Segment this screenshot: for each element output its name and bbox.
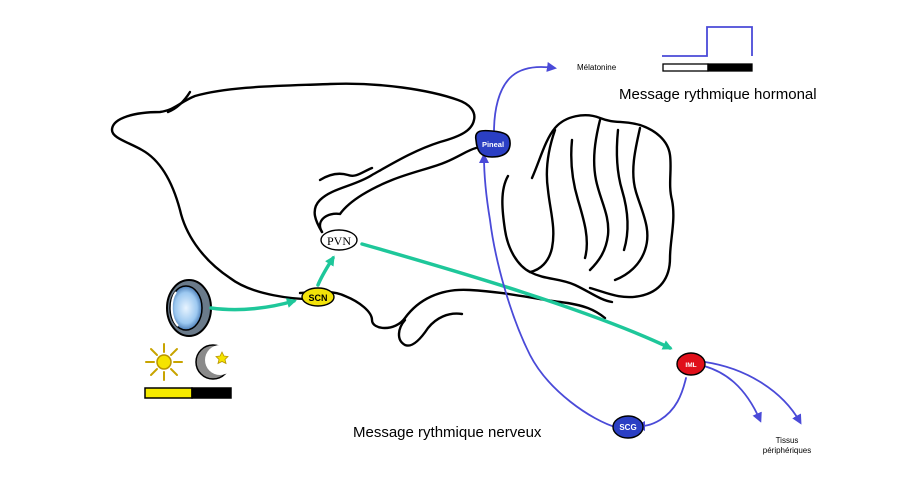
- hormonal-message-label: Message rythmique hormonal: [619, 86, 817, 103]
- arrow-scn-to-pvn: [316, 255, 335, 287]
- arrow-scg-to-pineal: [479, 153, 619, 429]
- hormonal-rhythm-signal: [662, 26, 753, 72]
- pineal-node: Pineal: [474, 129, 511, 158]
- iml-node: IML: [676, 352, 706, 376]
- scg-label: SCG: [619, 423, 636, 432]
- arrow-iml-to-scg: [635, 377, 687, 431]
- peripheral-tissues-label-line1: Tissus: [776, 436, 799, 445]
- nervous-message-label: Message rythmique nerveux: [353, 424, 542, 441]
- eye-icon: [166, 279, 212, 337]
- peripheral-tissues-label-line2: périphériques: [763, 446, 811, 455]
- arrow-eye-to-scn: [209, 298, 297, 312]
- light-dark-bar: [144, 387, 232, 399]
- arrow-iml-to-tissue-1: [703, 365, 762, 423]
- scn-label: SCN: [308, 293, 327, 303]
- iml-label: IML: [685, 362, 696, 369]
- sun-icon: [145, 343, 183, 381]
- neural-pathway: [209, 242, 673, 350]
- pvn-node: PVN: [320, 229, 358, 251]
- brain-outline: [110, 82, 675, 347]
- arrow-pvn-to-iml: [360, 242, 673, 350]
- sympathetic-pathway: [479, 62, 802, 431]
- arrow-pineal-to-melatonin: [493, 62, 557, 133]
- melatonin-label: Mélatonine: [577, 63, 617, 72]
- scn-node: SCN: [301, 287, 335, 307]
- pvn-label: PVN: [327, 234, 351, 248]
- scg-node: SCG: [612, 415, 644, 439]
- arrow-iml-to-tissue-2: [704, 361, 802, 425]
- pineal-label: Pineal: [482, 140, 504, 149]
- moon-icon: [195, 344, 235, 380]
